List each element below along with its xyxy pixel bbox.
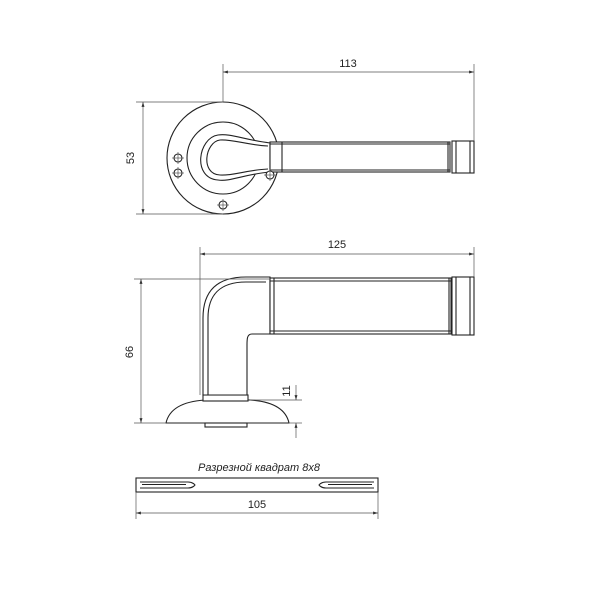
screw-icon (172, 167, 184, 179)
spindle-slot-right (318, 481, 374, 489)
spindle-slot-left (140, 481, 196, 489)
spindle-stub (204, 422, 248, 428)
rose-base (165, 399, 290, 424)
neck-collar (202, 394, 249, 402)
top-view: 113 53 (125, 58, 475, 215)
screw-icon (172, 152, 184, 164)
screw-icon (217, 199, 229, 211)
lever-inner-contour (207, 281, 266, 395)
dimension-53: 53 (125, 152, 137, 164)
screw-icon (264, 169, 276, 181)
dimension-105: 105 (248, 499, 266, 511)
spindle-bar (135, 477, 379, 493)
side-view: 125 66 11 (124, 239, 475, 438)
lever-body-side (202, 276, 271, 396)
spindle-view: Разрезной квадрат 8х8 105 (135, 462, 379, 519)
lever-arm-side (269, 277, 452, 335)
lever-neck-inner (206, 139, 269, 176)
dimension-113: 113 (339, 58, 357, 70)
dimension-11: 11 (281, 385, 293, 396)
lever-neck (200, 134, 271, 181)
dimension-125: 125 (328, 239, 346, 251)
lever-body-top (269, 141, 451, 173)
spindle-caption: Разрезной квадрат 8х8 (198, 462, 321, 474)
dimension-66: 66 (124, 346, 136, 358)
lever-end-cap-top (451, 140, 475, 174)
lever-end-cap-side (451, 276, 475, 336)
